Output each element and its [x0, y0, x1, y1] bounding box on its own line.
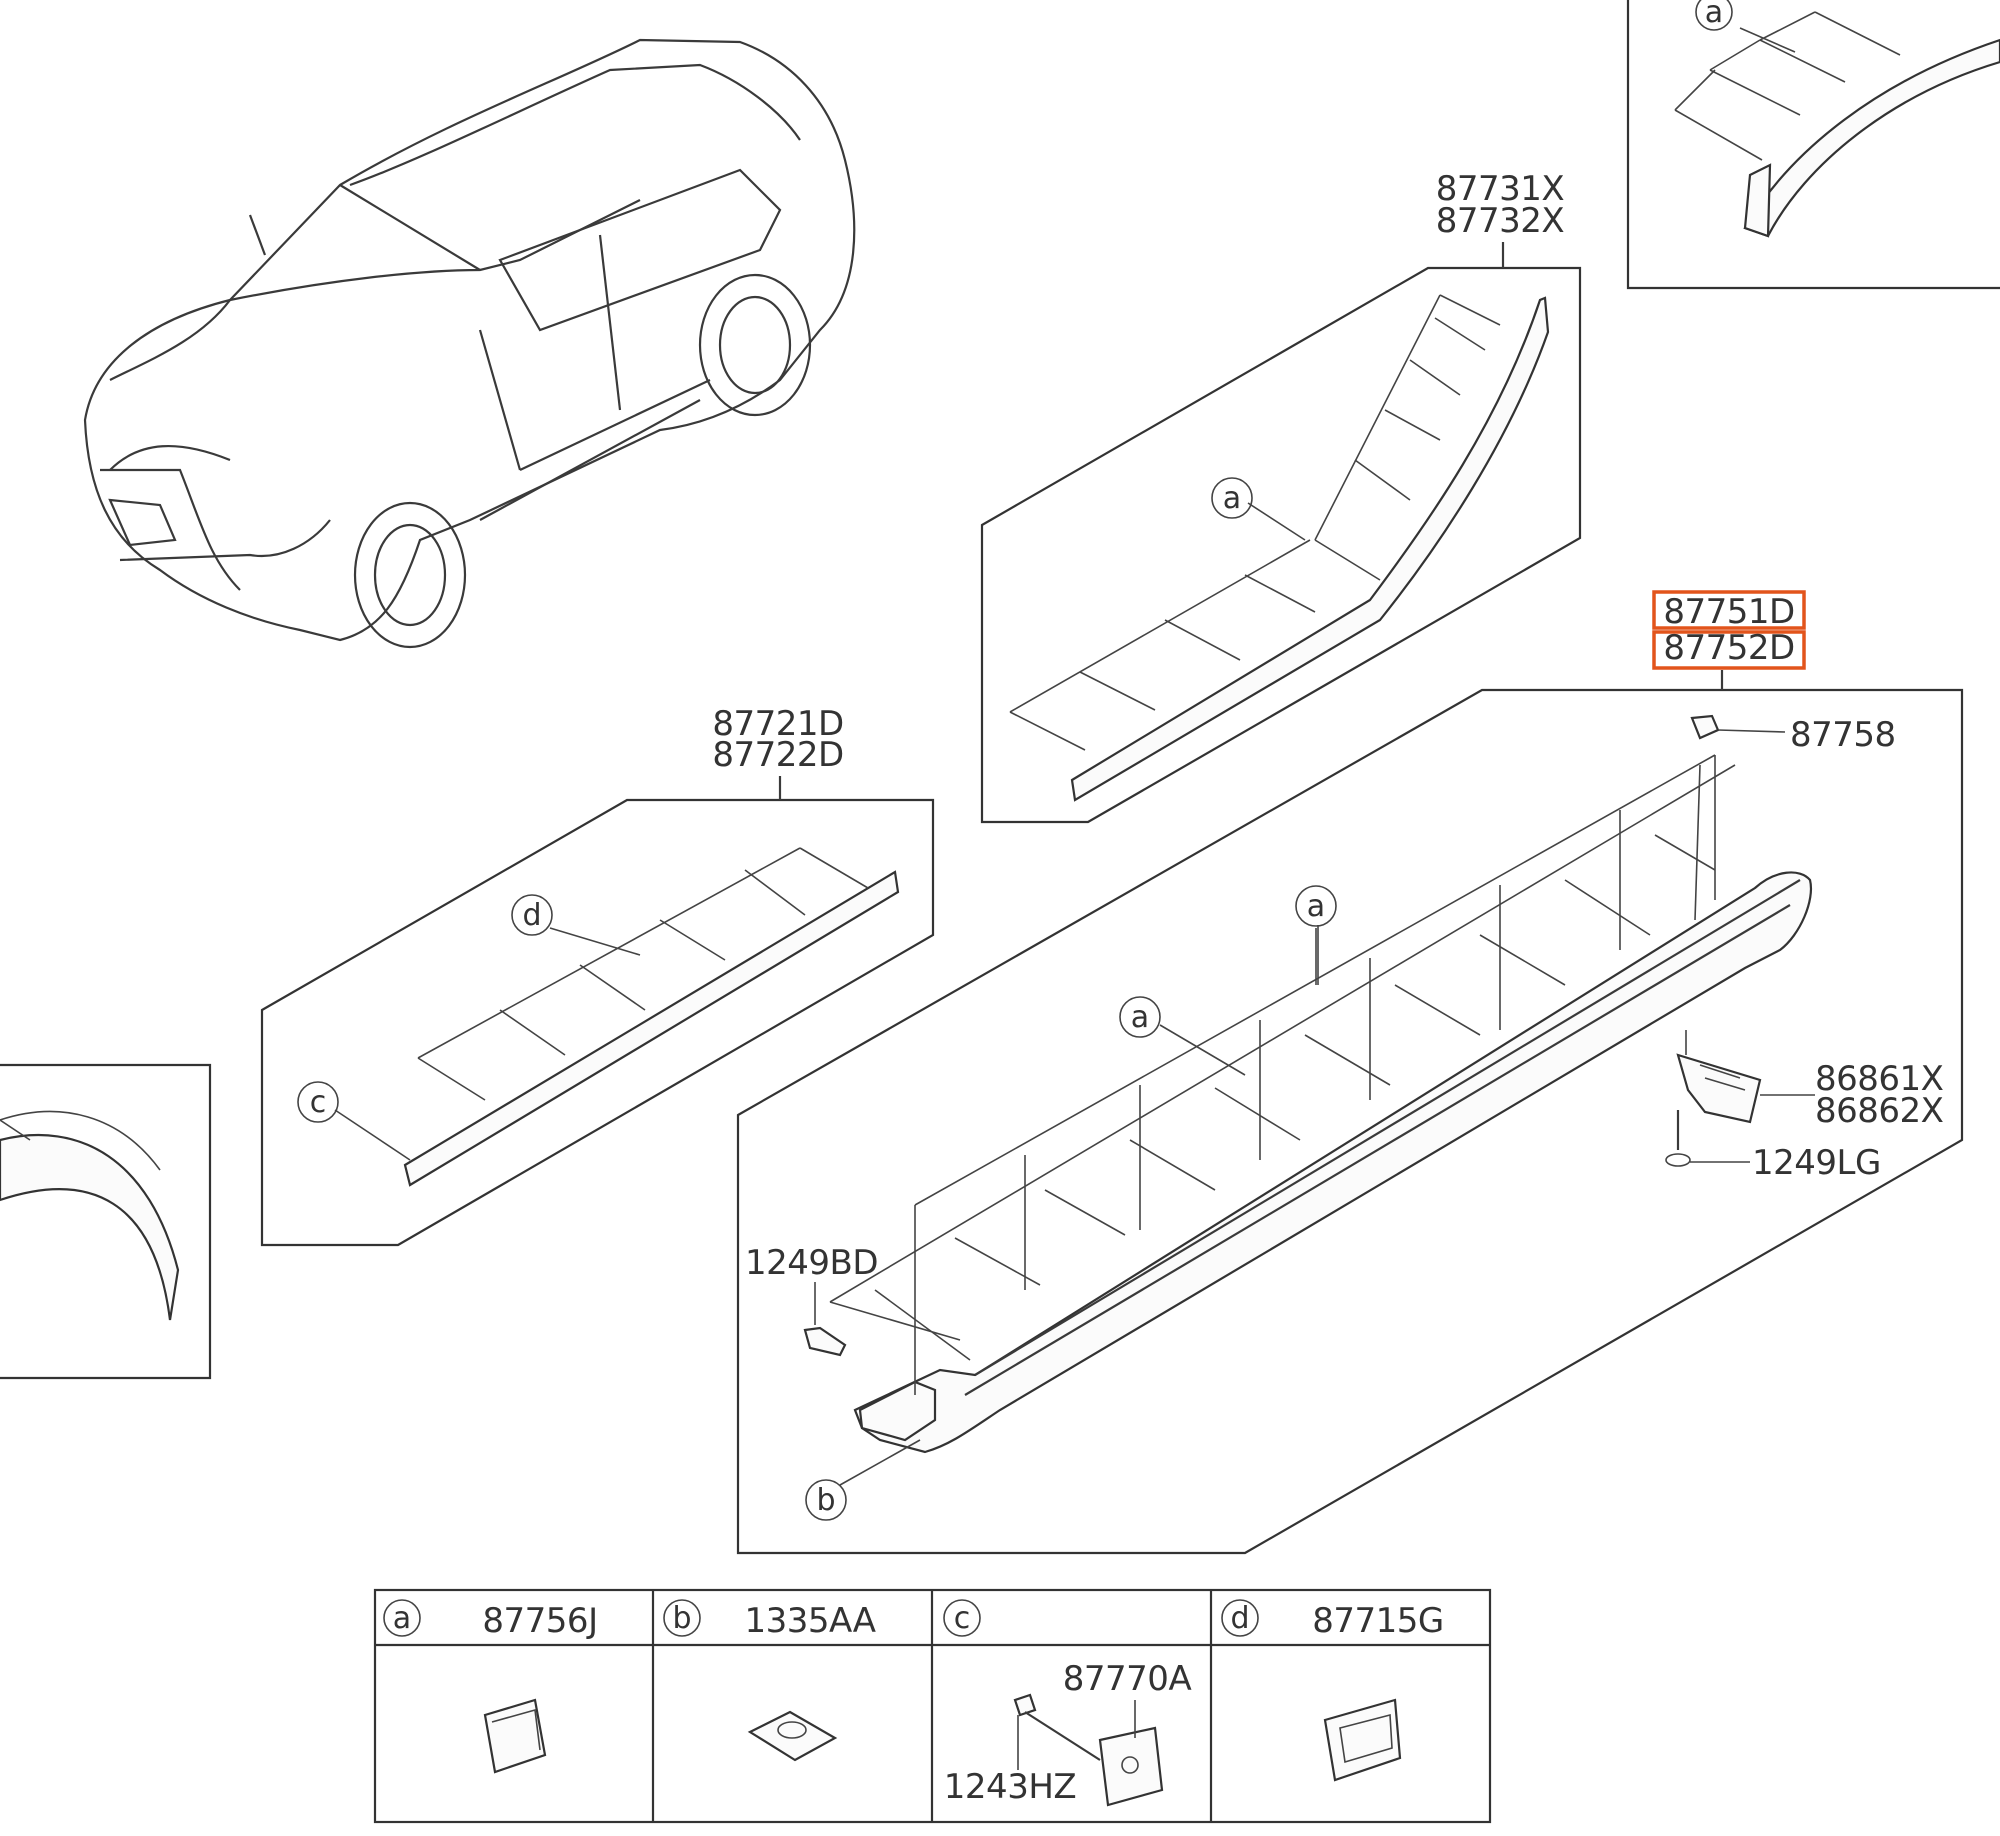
label-front-door-2[interactable]: 87722D [712, 735, 844, 775]
panel-side-sill-molding: 87751D 87752D [736, 590, 1964, 1555]
letter-a-marker-sill-upper: a [1295, 885, 1337, 927]
panel-top-right: a [1626, 0, 2000, 290]
label-side-sill-2[interactable]: 87752D [1663, 628, 1795, 668]
svg-text:d: d [522, 898, 541, 933]
letter-a-marker-top: a [1695, 0, 1733, 31]
svg-text:a: a [1131, 1000, 1149, 1035]
table-part-a[interactable]: 87756J [482, 1601, 598, 1641]
table-col-b: b 1335AA [663, 1599, 877, 1762]
label-screw-rear[interactable]: 1249LG [1752, 1143, 1881, 1183]
panel-rear-fender-molding: 87731X 87732X a [980, 169, 1582, 824]
letter-b-marker: b [805, 1479, 847, 1521]
vehicle-illustration [83, 38, 856, 649]
letter-a-marker-sill-lower: a [1119, 996, 1161, 1038]
label-rear-fender-2[interactable]: 87732X [1436, 201, 1565, 241]
highlight-box-87751D [1652, 590, 1806, 630]
screw-1249BD: 1249BD [745, 1243, 879, 1357]
svg-text:a: a [1307, 889, 1325, 924]
label-mud-guard-2[interactable]: 86862X [1815, 1091, 1944, 1131]
mud-guard: 86861X 86862X [1676, 1030, 1944, 1131]
fastener-table: a 87756J b 1335AA c 87770A 1243HZ [373, 1588, 1492, 1824]
panel-front-door-molding: 87721D 87722D d c [260, 704, 935, 1247]
label-side-sill-1[interactable]: 87751D [1663, 592, 1795, 632]
table-part-c-upper[interactable]: 87770A [1063, 1659, 1192, 1699]
label-rear-fender-1[interactable]: 87731X [1436, 169, 1565, 209]
svg-text:a: a [1705, 0, 1723, 30]
table-col-d: d 87715G [1221, 1599, 1444, 1782]
svg-text:a: a [1223, 481, 1241, 516]
table-part-d[interactable]: 87715G [1312, 1601, 1444, 1641]
table-part-c-lower[interactable]: 1243HZ [944, 1767, 1077, 1807]
letter-c-marker: c [297, 1081, 339, 1123]
table-part-b[interactable]: 1335AA [745, 1601, 877, 1641]
label-mud-guard-1[interactable]: 86861X [1815, 1059, 1944, 1099]
table-col-a: a 87756J [383, 1599, 598, 1774]
svg-text:c: c [954, 1601, 971, 1636]
svg-text:d: d [1230, 1601, 1249, 1636]
letter-a-marker-rear-fender: a [1211, 477, 1253, 519]
panel-left-partial [0, 1063, 212, 1380]
svg-text:b: b [816, 1483, 835, 1518]
label-front-door-1[interactable]: 87721D [712, 704, 844, 744]
label-screw-front[interactable]: 1249BD [745, 1243, 879, 1283]
svg-text:b: b [672, 1601, 691, 1636]
svg-text:c: c [310, 1085, 327, 1120]
highlight-box-87752D [1652, 630, 1806, 670]
screw-1249LG: 1249LG [1665, 1110, 1881, 1183]
letter-d-marker: d [511, 894, 553, 936]
clip-87758: 87758 [1690, 714, 1896, 755]
svg-text:a: a [393, 1601, 411, 1636]
label-clip-top[interactable]: 87758 [1790, 715, 1896, 755]
table-col-c: c 87770A 1243HZ [943, 1599, 1192, 1807]
